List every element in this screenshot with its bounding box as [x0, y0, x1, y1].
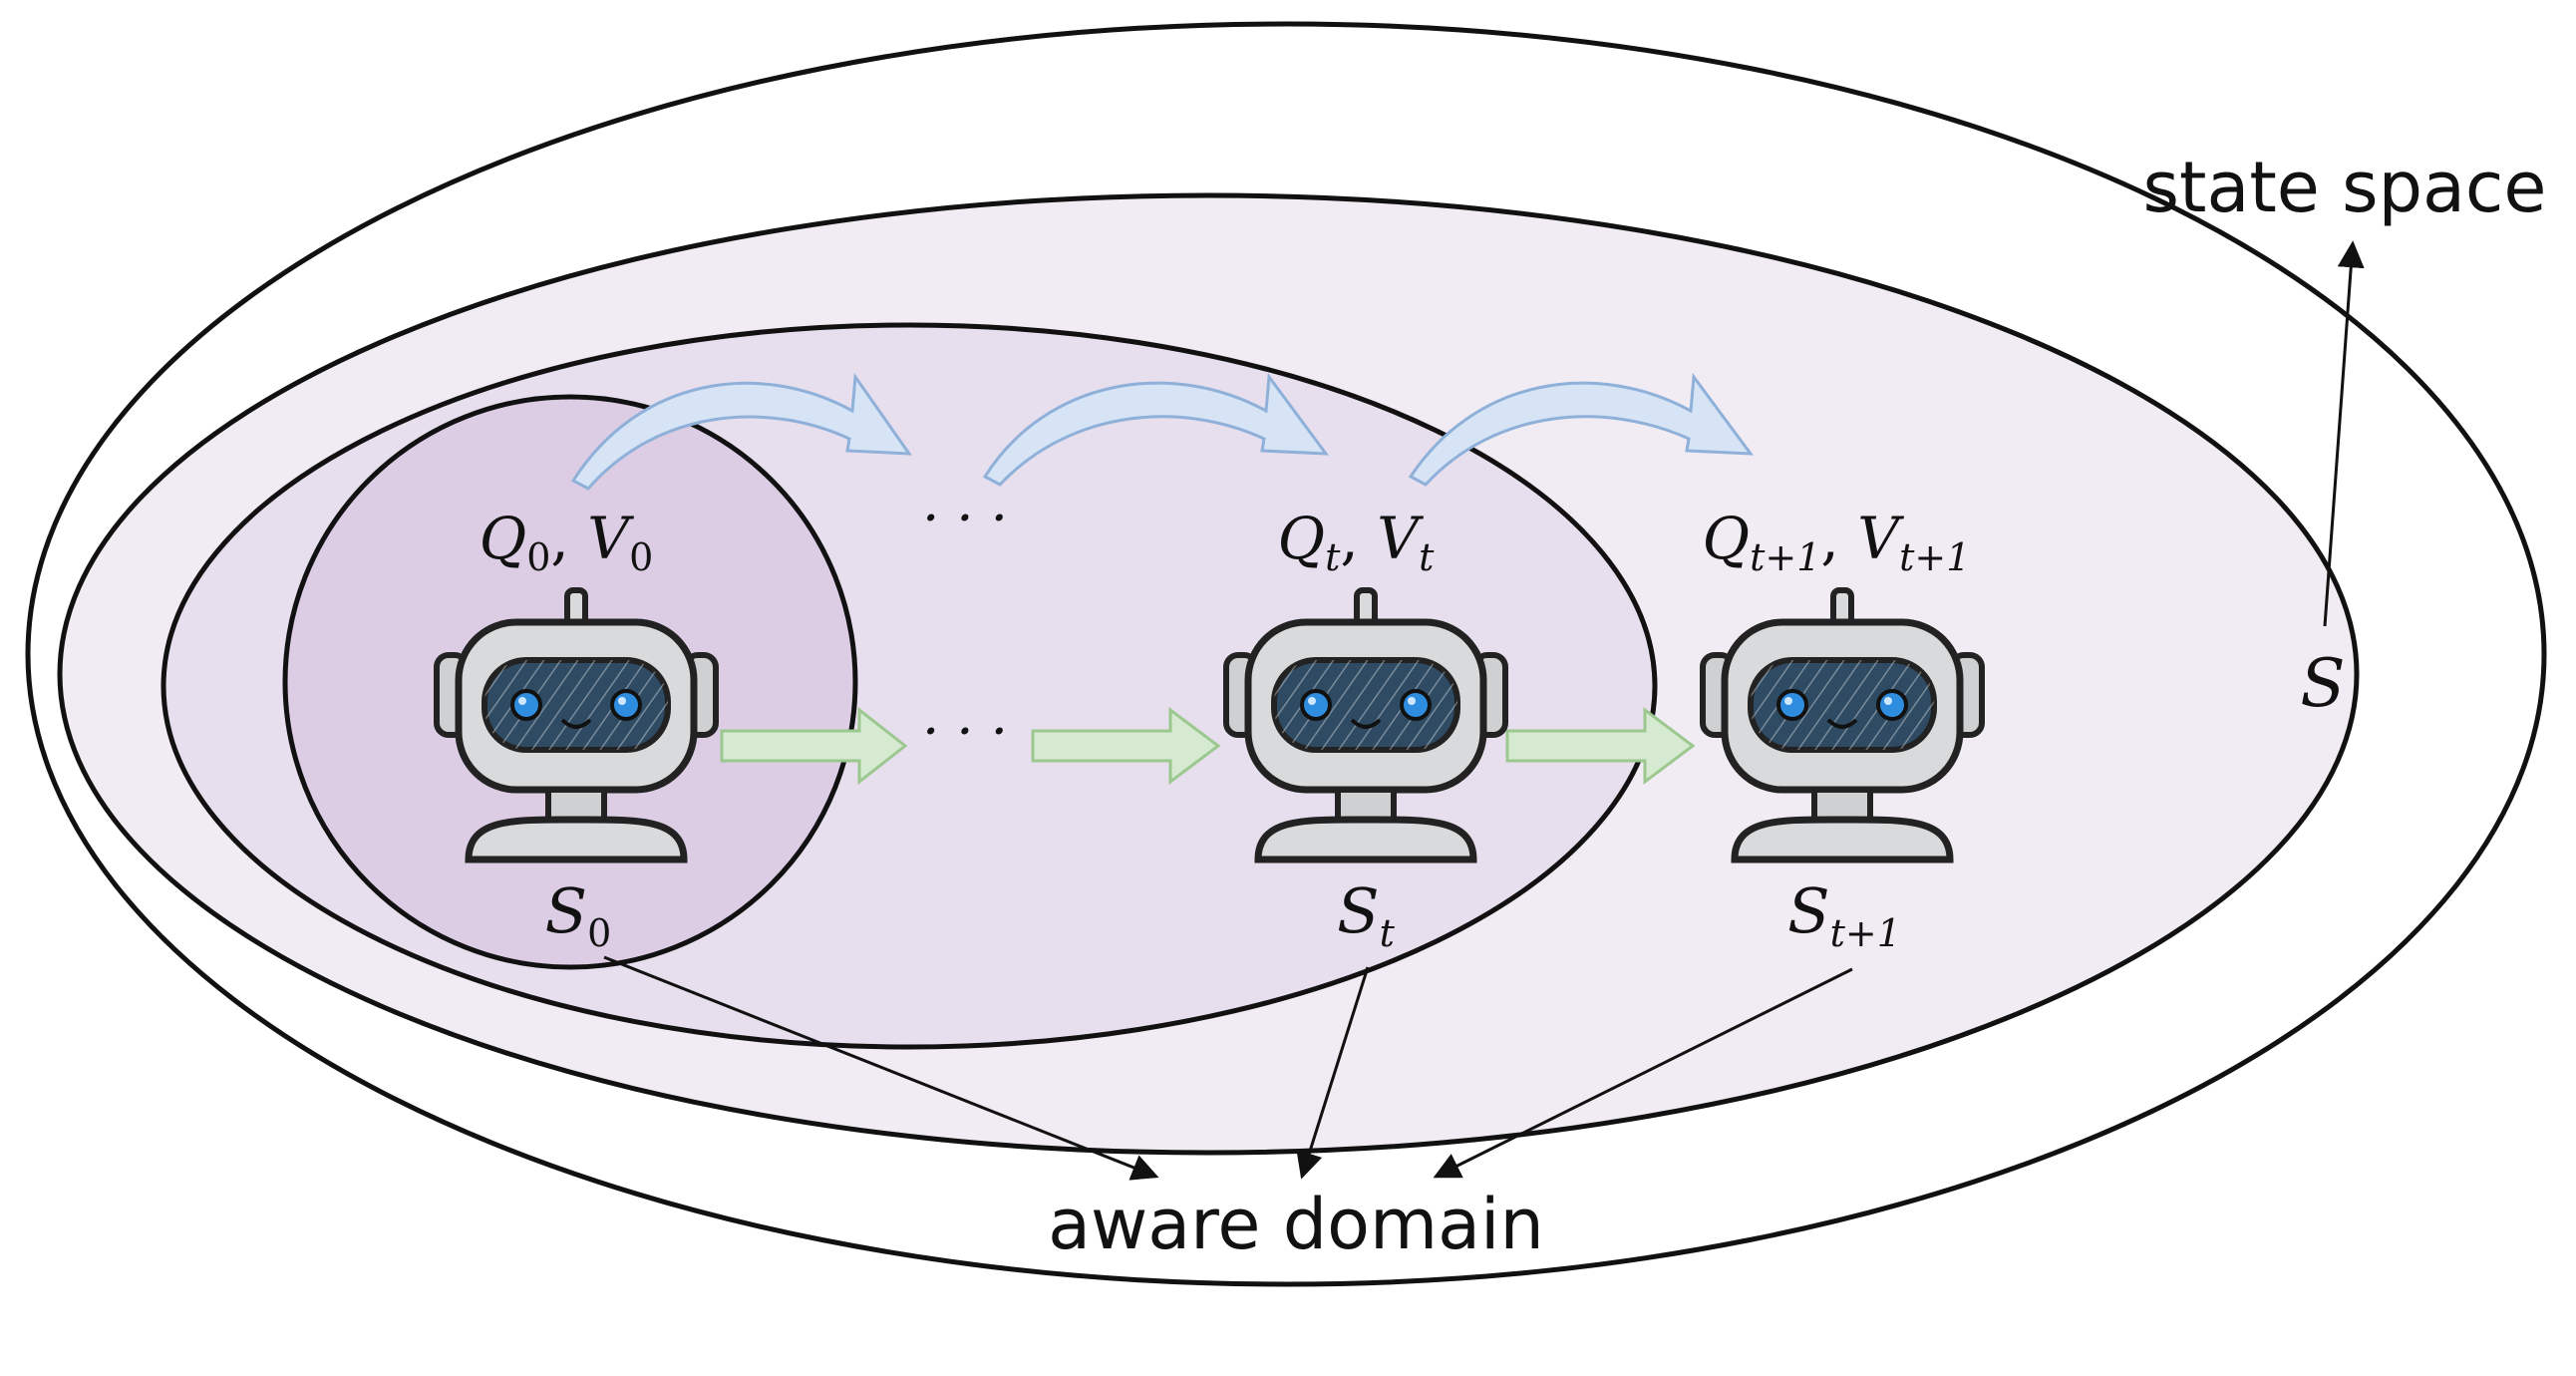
agent-t-v-sub: t: [1419, 535, 1435, 579]
agent-t1-s-sub: t+1: [1830, 911, 1901, 955]
transition-arrow-2: [1031, 707, 1221, 785]
agent-t1-v-sub: t+1: [1899, 535, 1970, 579]
agent-t1-v: V: [1857, 505, 1904, 572]
transition-arrows: [720, 706, 1696, 786]
agent-0-s-sub: 0: [587, 911, 611, 955]
agent-t-state-label: St: [1337, 874, 1395, 955]
state-space-symbol: S: [2300, 645, 2345, 722]
agent-t1-qv-label: Qt+1, Vt+1: [1703, 505, 1971, 579]
update-arrows: [570, 372, 1755, 491]
transition-arrow-3: [1505, 707, 1696, 785]
agent-0-q-sub: 0: [526, 535, 550, 579]
ellipsis-top: · · ·: [922, 487, 1008, 549]
aware-domain-label: aware domain: [1048, 1184, 1544, 1265]
aware-domain-pointers: [603, 955, 1853, 1181]
update-arrow-1: [570, 372, 912, 491]
pointer-from-st: [1296, 966, 1370, 1180]
agent-0-q: Q: [480, 505, 527, 572]
ellipsis-middle: · · ·: [922, 700, 1008, 763]
pointer-from-s0: [603, 955, 1159, 1181]
agent-t-q: Q: [1278, 505, 1326, 572]
state-space-label: state space: [2143, 147, 2547, 228]
agent-0-qv-label: Q0, V0: [480, 505, 654, 579]
agent-t-plus-1: Qt+1, Vt+1 St+1: [1703, 505, 1982, 955]
agent-t: Qt, Vt St: [1226, 505, 1505, 955]
update-arrow-2: [982, 372, 1330, 487]
agent-0-v-sub: 0: [629, 535, 653, 579]
agent-t-qv-label: Qt, Vt: [1278, 505, 1436, 579]
agent-t1-q: Q: [1703, 505, 1751, 572]
update-arrow-3: [1408, 372, 1755, 487]
agent-t1-q-sub: t+1: [1750, 535, 1820, 579]
agent-t-q-sub: t: [1325, 535, 1341, 579]
agent-t1-state-label: St+1: [1787, 874, 1901, 955]
agent-0-state-label: S0: [545, 874, 612, 955]
agent-t-v: V: [1377, 505, 1424, 572]
agent-0: Q0, V0 S0: [437, 505, 716, 955]
agent-0-v: V: [587, 505, 634, 572]
agent-t1-s: S: [1787, 874, 1829, 947]
agent-t-s-sub: t: [1380, 911, 1396, 955]
pointer-from-st1: [1433, 967, 1853, 1179]
transition-arrow-1: [720, 706, 908, 786]
agent-0-s: S: [545, 874, 587, 947]
agent-t-s: S: [1337, 874, 1379, 947]
state-space-pointer: [2323, 240, 2365, 627]
